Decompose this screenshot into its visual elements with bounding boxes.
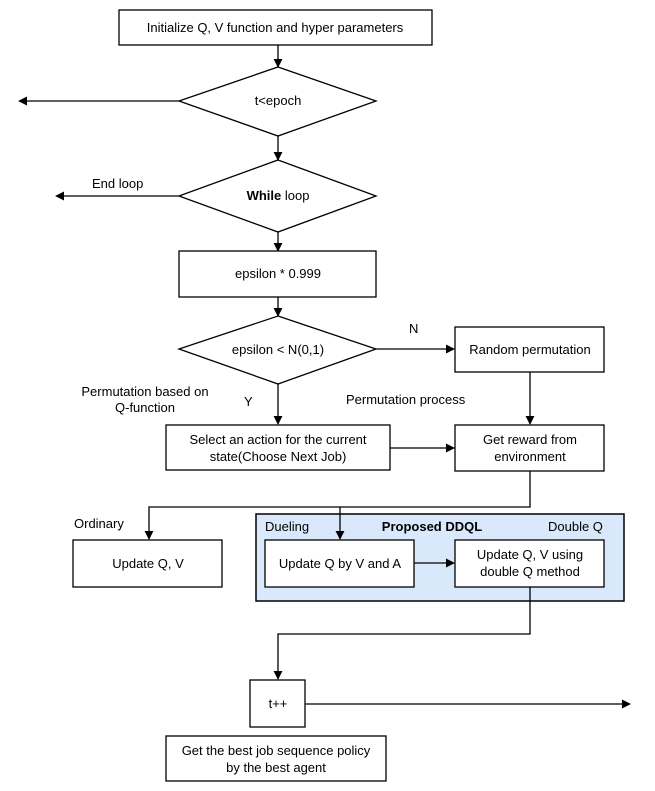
- update-double-node: Update Q, V using double Q method: [454, 539, 605, 588]
- update-dueling-node: Update Q by V and A: [264, 539, 415, 588]
- update-dueling-label: Update Q by V and A: [279, 556, 401, 571]
- while-decision: While loop: [177, 159, 378, 233]
- epsilon-decay-label: epsilon * 0.999: [235, 266, 321, 281]
- select-action-node: Select an action for the current state(C…: [165, 424, 391, 471]
- permutation-q-label-line1: Permutation based on: [81, 384, 208, 399]
- update-qv-node: Update Q, V: [72, 539, 223, 588]
- permutation-process-label: Permutation process: [346, 392, 466, 407]
- select-action-label-line1: Select an action for the current: [189, 432, 366, 447]
- reward-node: Get reward from environment: [454, 424, 605, 472]
- ordinary-label: Ordinary: [74, 516, 124, 531]
- epoch-decision: t<epoch: [177, 66, 378, 137]
- init-label: Initialize Q, V function and hyper param…: [147, 20, 404, 35]
- while-loop-label: While loop: [247, 188, 310, 203]
- init-node: Initialize Q, V function and hyper param…: [118, 9, 433, 46]
- reward-label-line1: Get reward from: [483, 432, 577, 447]
- final-label-line1: Get the best job sequence policy: [182, 743, 371, 758]
- update-qv-label: Update Q, V: [112, 556, 184, 571]
- increment-node: t++: [249, 679, 306, 728]
- proposed-ddql-label: Proposed DDQL: [382, 519, 482, 534]
- update-double-label-line1: Update Q, V using: [477, 547, 583, 562]
- double-q-label: Double Q: [548, 519, 603, 534]
- end-loop-label: End loop: [92, 176, 143, 191]
- permutation-q-label-line2: Q-function: [115, 400, 175, 415]
- yes-branch-label: Y: [244, 394, 253, 409]
- increment-label: t++: [269, 696, 288, 711]
- random-permutation-node: Random permutation: [454, 326, 605, 373]
- while-suffix: loop: [281, 188, 309, 203]
- random-permutation-label: Random permutation: [469, 342, 590, 357]
- epsilon-condition-label: epsilon < N(0,1): [232, 342, 324, 357]
- epsilon-decay-node: epsilon * 0.999: [178, 250, 377, 298]
- dueling-label: Dueling: [265, 519, 309, 534]
- update-double-label-line2: double Q method: [480, 564, 580, 579]
- reward-label-line2: environment: [494, 449, 566, 464]
- no-branch-label: N: [409, 321, 418, 336]
- edge-double-to-increment: [273, 587, 531, 680]
- epsilon-decision: epsilon < N(0,1): [176, 315, 378, 385]
- final-node: Get the best job sequence policy by the …: [165, 735, 387, 782]
- select-action-label-line2: state(Choose Next Job): [210, 449, 347, 464]
- final-label-line2: by the best agent: [226, 760, 326, 775]
- epoch-condition-label: t<epoch: [255, 93, 302, 108]
- while-keyword: While: [247, 188, 282, 203]
